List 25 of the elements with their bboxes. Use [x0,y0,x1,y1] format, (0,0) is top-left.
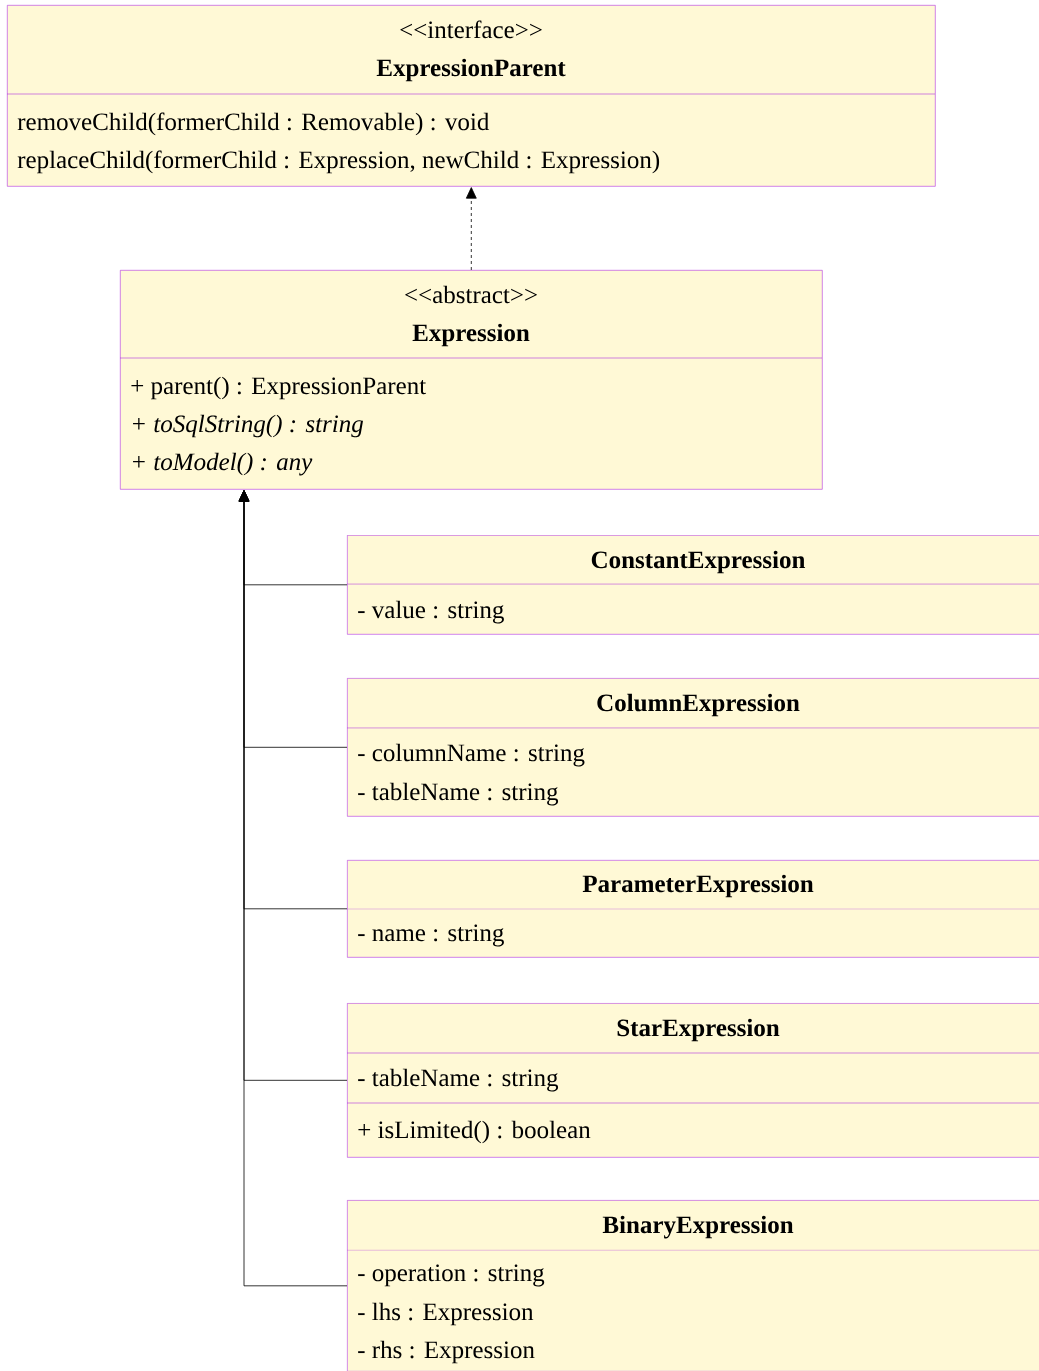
stereotype-label: <<interface>> [400,20,542,39]
class-name: StarExpression [617,1018,780,1042]
class-name: ConstantExpression [591,550,806,574]
member-text: removeChild(formerChild : Removable) : void [17,112,490,136]
member-text: - tableName : string [358,782,559,806]
class-name: ColumnExpression [597,693,800,717]
member-text: - value : string [358,600,504,624]
member-text: + isLimited() : boolean [358,1120,591,1144]
class-name: BinaryExpression [602,1215,794,1239]
arrow [465,187,477,271]
member-text: - rhs : Expression [358,1340,535,1364]
member-text: - columnName : string [358,743,585,767]
member-text: + toSqlString() : string [133,414,363,438]
member-text: - tableName : string [358,1068,559,1092]
arrow [238,490,348,1287]
class-name: ExpressionParent [376,58,566,82]
member-text: - operation : string [358,1264,545,1287]
member-text: replaceChild(formerChild : Expression, newChild : Expression) [17,150,660,174]
member-text: + toModel() : any [133,452,313,476]
member-text: - lhs : Expression [358,1302,534,1326]
member-text: + parent() : ExpressionParent [131,376,427,400]
stereotype-label: <<abstract>> [405,285,537,304]
member-text: - name : string [358,924,504,947]
class-name: Expression [412,323,530,347]
class-name: ParameterExpression [582,874,814,898]
